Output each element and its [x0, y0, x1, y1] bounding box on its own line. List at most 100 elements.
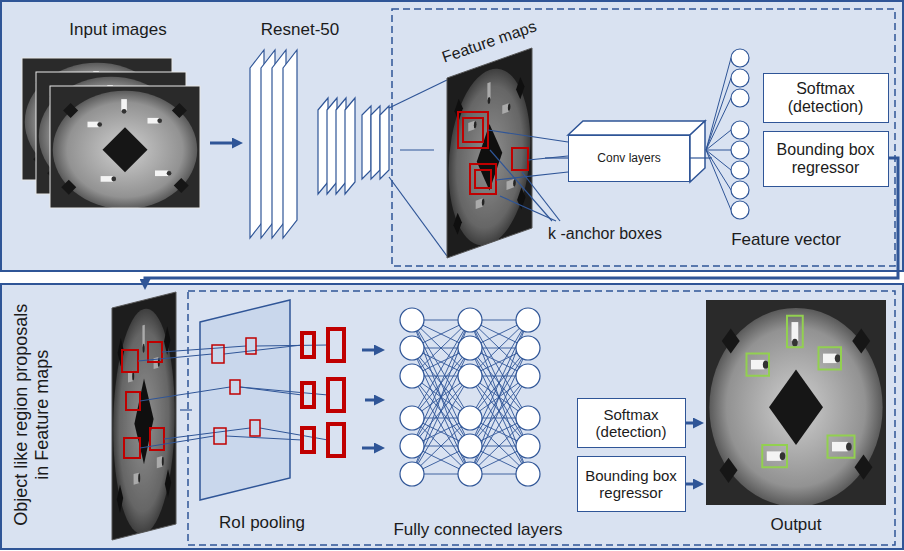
flow-arrow: [686, 483, 694, 486]
fan-line: [488, 130, 568, 180]
box-label: Bounding box regressor: [584, 467, 679, 502]
anchor-box: [463, 118, 483, 142]
block-label: Conv layers: [597, 152, 660, 166]
fc-neuron: [516, 434, 540, 458]
panel: [1, 1, 903, 271]
proposal-map-image: [112, 292, 176, 542]
feature-map-image: [447, 48, 532, 258]
proposal-map-image: [112, 292, 176, 542]
proposal-map-image: [112, 292, 176, 540]
layer-label: Fully connected layers: [393, 520, 562, 540]
fc-layers: Fully connected layers: [385, 302, 572, 546]
side-label: Object like region proposals in Feature …: [11, 301, 52, 529]
conv-block: Conv layers: [568, 135, 690, 182]
projection-line: [138, 354, 212, 361]
fan-line: [488, 130, 568, 142]
detection-box: [828, 436, 855, 458]
panel: [1, 284, 903, 549]
input-images: Input images: [12, 12, 210, 224]
detection-box: [819, 347, 842, 369]
anchor-box: [475, 170, 491, 188]
fan-line: [528, 156, 568, 160]
feature-neuron: [706, 130, 731, 150]
fc-neuron: [400, 336, 424, 360]
feature-map-image: [447, 48, 532, 259]
feature-neuron: [706, 78, 731, 150]
fc-neuron: [400, 406, 424, 430]
projection-line: [138, 345, 328, 448]
region-proposal: [122, 350, 138, 372]
feature-map-label: Feature maps: [439, 17, 538, 67]
feature-neuron: [706, 150, 731, 190]
projection-line: [162, 346, 246, 352]
network-art: [250, 49, 749, 486]
fc-neuron: [458, 406, 482, 430]
feature-neuron: [706, 150, 731, 151]
leader-line: [522, 172, 560, 221]
feature-neuron: [731, 201, 749, 219]
proposal-map: Object like region proposals in Feature …: [6, 286, 180, 544]
fc-neuron: [516, 364, 540, 388]
pooling-region: [230, 380, 240, 394]
flow-arrow: [686, 422, 694, 425]
connector-line: [690, 157, 712, 158]
pooled-feature: [328, 329, 344, 361]
region-proposal: [126, 392, 140, 410]
fc-neuron: [458, 364, 482, 388]
pooling-region: [250, 420, 260, 436]
resnet-layer: [362, 106, 371, 179]
pooled-feature: [302, 428, 314, 452]
leader-line: [490, 150, 552, 221]
feature-neuron: [731, 161, 749, 179]
connector-line: [545, 157, 568, 158]
fc-neuron: [516, 336, 540, 360]
proposal-map-image: [112, 292, 176, 542]
input-image-stack: [22, 58, 200, 209]
pooling-region: [212, 345, 224, 363]
pooling-region: [214, 428, 226, 444]
projection-line: [260, 428, 328, 440]
fc-neuron: [516, 406, 540, 430]
fc-neuron: [400, 462, 424, 486]
fan-line: [389, 80, 447, 108]
pooling-region: [212, 338, 260, 444]
conv-block-face: [568, 121, 705, 182]
flow-arrow: [210, 142, 232, 145]
output-image: [706, 300, 886, 507]
feature-map-image: [447, 48, 532, 258]
pooling-arrow: [362, 350, 374, 448]
feature-neuron: [731, 49, 749, 67]
feature-map: Feature maps: [434, 14, 545, 262]
input-image-stack: [50, 86, 200, 209]
fc-neuron: [400, 308, 540, 486]
fc-neuron: [458, 462, 482, 486]
feature-neuron: [731, 121, 749, 139]
box-label: Bounding box regressor: [770, 141, 882, 178]
network-label: Resnet-50: [261, 20, 339, 40]
callout-label: k -anchor boxes: [548, 225, 662, 243]
projection-line: [226, 436, 302, 440]
fan-line: [389, 80, 447, 256]
region-proposal: [124, 438, 140, 458]
pooling-arrow: [362, 447, 374, 450]
pooling-plane: [200, 300, 290, 500]
detection-box: [762, 445, 787, 467]
process-box: Softmax (detection): [763, 73, 889, 123]
resnet-layer: [283, 50, 297, 238]
feature-neuron: [731, 69, 749, 87]
detection-box: [747, 316, 855, 467]
fan-line: [496, 172, 568, 180]
roi-pooling: RoI pooling: [192, 296, 365, 540]
resnet-layer: [345, 98, 355, 194]
box-label: Softmax (detection): [584, 406, 679, 441]
fc-neuron: [400, 308, 424, 332]
pooled-feature: [302, 333, 314, 357]
region-proposal: [150, 428, 164, 450]
box-label: Softmax (detection): [770, 80, 882, 117]
fc-neuron: [400, 364, 424, 388]
connector-line: [180, 409, 192, 410]
pooled-feature: [302, 329, 344, 456]
layer-label: Feature vector: [731, 230, 841, 250]
image-label: Output: [770, 515, 821, 535]
